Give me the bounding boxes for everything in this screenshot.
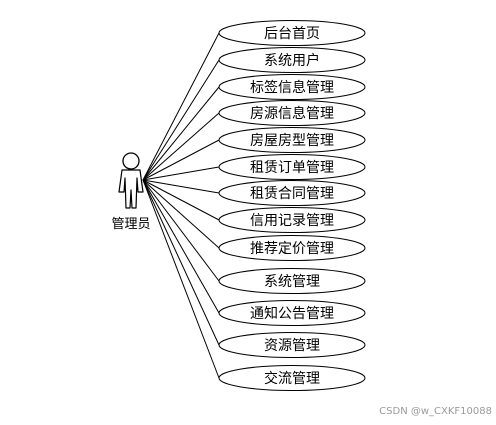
use-case-ellipse	[218, 180, 366, 206]
use-case-ellipse	[218, 47, 366, 73]
use-case-label: 系统管理	[264, 274, 320, 290]
use-case: 推荐定价管理	[218, 235, 366, 261]
use-case-label: 系统用户	[264, 52, 320, 69]
use-case-label: 标签信息管理	[250, 79, 334, 96]
use-case-list: 后台首页系统用户标签信息管理房源信息管理房屋房型管理租赁订单管理租赁合同管理信用…	[218, 20, 366, 391]
use-case: 租赁订单管理	[218, 154, 366, 180]
use-case-label: 租赁订单管理	[250, 160, 334, 176]
use-case: 通知公告管理	[218, 300, 366, 326]
association-line	[142, 32, 220, 181]
use-case-ellipse	[218, 332, 366, 358]
watermark: CSDN @w_CXKF10088	[379, 406, 492, 417]
stick-figure-actor-icon	[118, 152, 144, 209]
actor-label: 管理员	[111, 217, 150, 232]
association-line	[142, 179, 220, 194]
use-case: 交流管理	[218, 365, 366, 391]
use-case-ellipse	[218, 154, 366, 180]
use-case-label: 信用记录管理	[250, 213, 334, 229]
use-case: 系统管理	[218, 268, 366, 294]
use-case-label: 租赁合同管理	[250, 186, 334, 202]
use-case-ellipse	[218, 207, 366, 233]
use-case-ellipse	[218, 100, 366, 126]
association-line	[142, 179, 220, 379]
use-case-ellipse	[218, 365, 366, 391]
association-line	[142, 179, 220, 282]
association-line	[142, 179, 220, 314]
use-case-label: 推荐定价管理	[250, 241, 334, 257]
use-case: 资源管理	[218, 332, 366, 358]
association-line	[142, 179, 220, 221]
use-case: 信用记录管理	[218, 207, 366, 233]
use-case-label: 房源信息管理	[250, 105, 334, 122]
use-case-ellipse	[218, 300, 366, 326]
association-line	[142, 179, 220, 346]
use-case: 标签信息管理	[218, 74, 366, 100]
use-case: 后台首页	[218, 20, 366, 46]
association-line	[142, 112, 220, 181]
association-line	[142, 139, 220, 181]
use-case-label: 后台首页	[264, 26, 320, 42]
use-case: 租赁合同管理	[218, 180, 366, 206]
use-case-label: 房屋房型管理	[250, 133, 334, 149]
use-case-label: 资源管理	[264, 338, 320, 354]
association-line	[142, 179, 220, 249]
association-line	[142, 86, 220, 181]
association-lines	[142, 32, 220, 379]
association-line	[142, 59, 220, 181]
use-case-ellipse	[218, 127, 366, 153]
use-case-ellipse	[218, 235, 366, 261]
association-line	[142, 166, 220, 181]
use-case: 系统用户	[218, 47, 366, 73]
use-case: 房源信息管理	[218, 100, 366, 126]
use-case-ellipse	[218, 74, 366, 100]
use-case-ellipse	[218, 268, 366, 294]
use-case-label: 通知公告管理	[250, 305, 334, 322]
use-case-label: 交流管理	[264, 370, 320, 387]
actor-manager: 管理员	[111, 152, 151, 232]
use-case-ellipse	[218, 20, 366, 46]
use-case: 房屋房型管理	[218, 127, 366, 153]
